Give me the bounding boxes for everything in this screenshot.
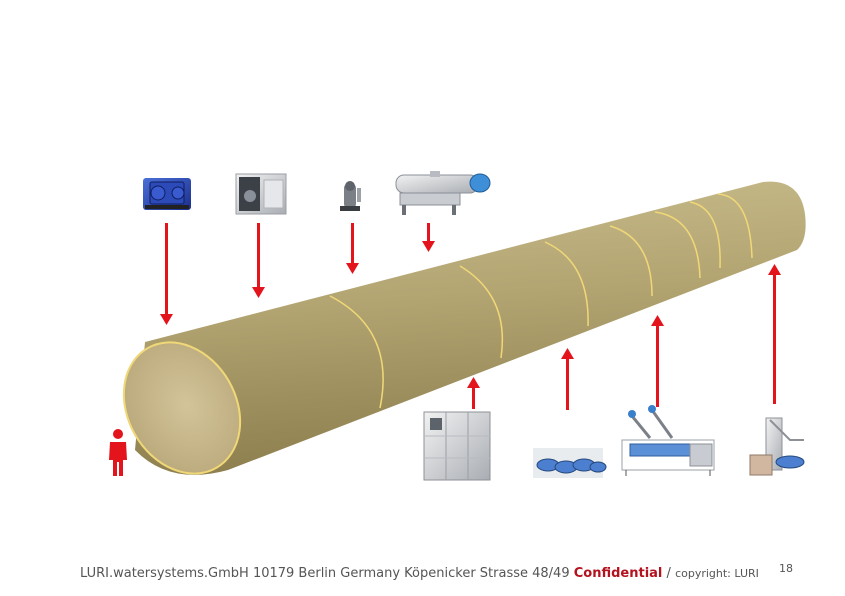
container-module-image bbox=[423, 411, 491, 481]
footer-copyright: copyright: LURI bbox=[675, 567, 759, 580]
panel-array-image bbox=[533, 448, 607, 478]
footer-confidential: Confidential bbox=[573, 566, 663, 581]
pipe-opening bbox=[122, 341, 242, 475]
arrow-down-icon bbox=[346, 223, 359, 274]
input-arrows bbox=[160, 223, 435, 325]
output-arrows bbox=[467, 264, 781, 410]
cabinet-unit-image bbox=[235, 173, 287, 215]
pipe-seam bbox=[329, 295, 384, 409]
pipe-seam bbox=[544, 241, 589, 327]
arrow-down-icon bbox=[160, 223, 173, 325]
pipe-seam bbox=[654, 211, 701, 279]
submersible-pump-image bbox=[340, 181, 361, 211]
screw-separator-image bbox=[395, 171, 491, 215]
arrow-down-icon bbox=[422, 223, 435, 252]
arrow-up-icon bbox=[768, 264, 781, 404]
footer-separator: / bbox=[666, 566, 671, 581]
arrow-down-icon bbox=[252, 223, 265, 298]
arrow-up-icon bbox=[651, 315, 664, 407]
footer: LURI.watersystems.GmbH 10179 Berlin Germ… bbox=[80, 566, 759, 581]
page-number: 18 bbox=[779, 562, 793, 575]
bucket-elevator-image bbox=[749, 417, 805, 476]
arrow-up-icon bbox=[467, 377, 480, 409]
conveyor-machine-image bbox=[621, 405, 715, 476]
arrow-up-icon bbox=[561, 348, 574, 410]
pipe bbox=[122, 181, 806, 475]
pump-unit-image bbox=[143, 178, 191, 210]
pipe-seam bbox=[689, 201, 721, 269]
person-icon bbox=[109, 429, 127, 476]
pipe-seam bbox=[459, 265, 504, 359]
footer-company: LURI.watersystems.GmbH 10179 Berlin Germ… bbox=[80, 566, 570, 581]
pipe-seam bbox=[717, 193, 753, 259]
pipe-body bbox=[135, 181, 806, 475]
pipe-seam bbox=[609, 225, 653, 297]
